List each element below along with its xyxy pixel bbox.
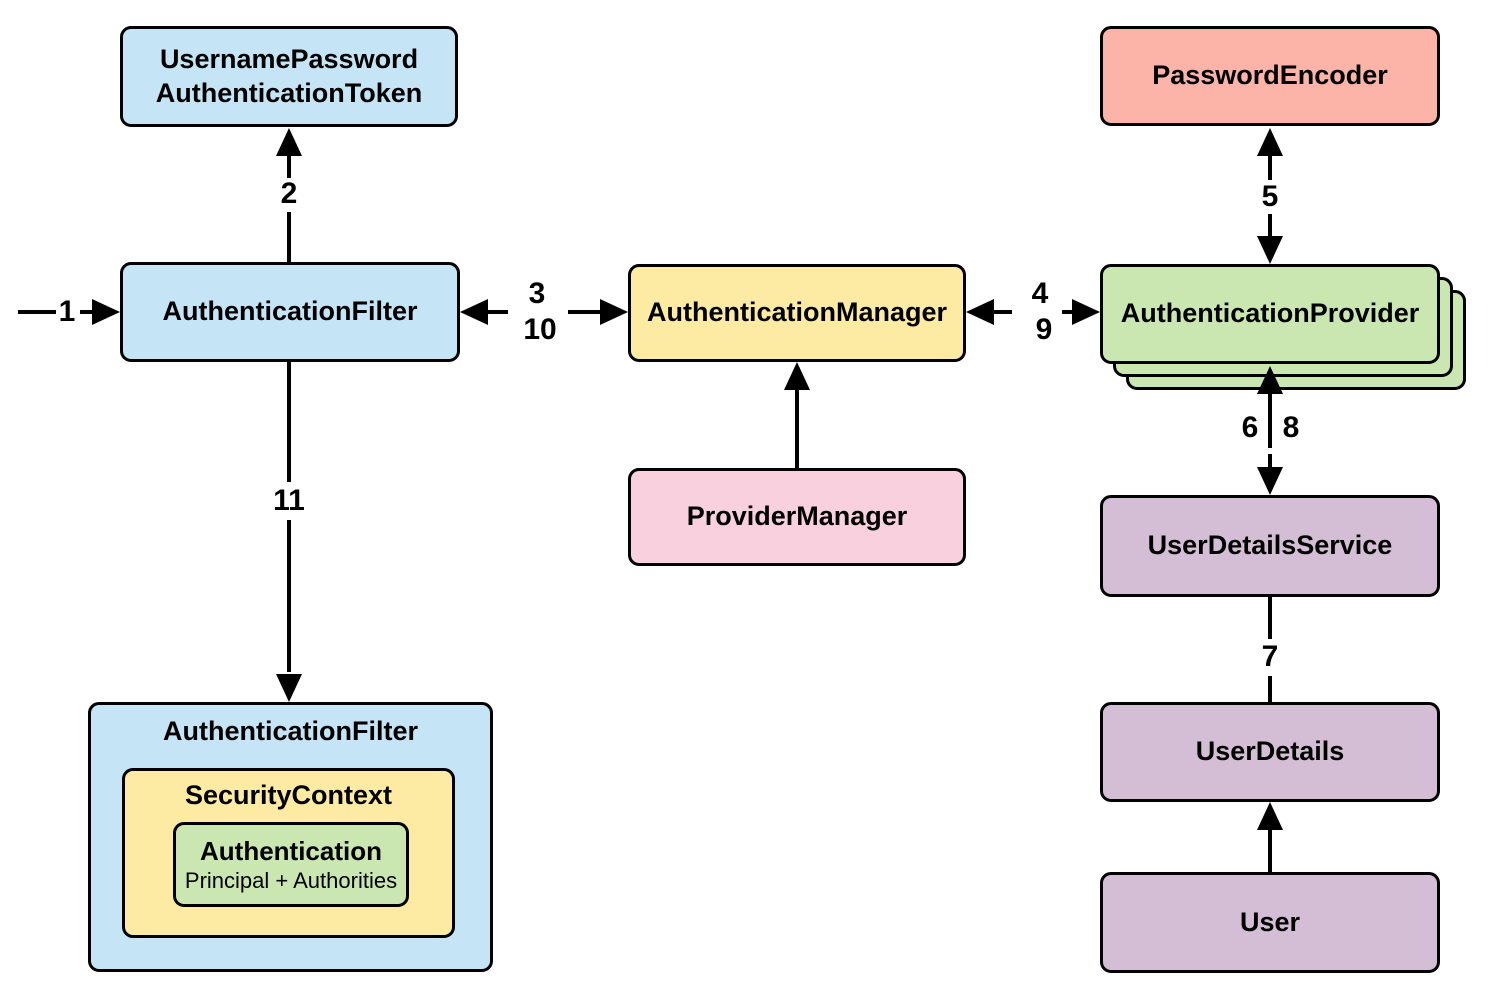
arrow-4-9-head-right [1072,299,1100,325]
authentication-filter-result-box: AuthenticationFilter SecurityContext Aut… [88,702,493,972]
step-8-label: 8 [1282,411,1300,444]
authentication-provider-label: AuthenticationProvider [1120,298,1420,329]
arrow-6-8-head-down [1257,467,1283,495]
step-9-label: 9 [1035,313,1053,346]
arrow-user-segment [1268,828,1272,872]
arrow-1-head-right [92,299,120,325]
arrow-11-segment-a [287,362,291,482]
authentication-box: Authentication Principal + Authorities [173,822,409,907]
arrow-6-8-head-up [1257,366,1283,394]
arrow-1-segment-b [80,310,94,314]
arrow-provider-manager-segment [795,388,799,468]
arrow-2-segment-b [287,212,291,262]
step-10-label: 10 [523,313,557,346]
arrow-3-10-segment-b [568,310,602,314]
password-encoder-label: PasswordEncoder [1152,60,1388,91]
user-label: User [1239,906,1301,937]
step-4-label: 4 [1031,277,1049,310]
step-7-label: 7 [1261,640,1279,673]
arrow-6-8-segment-b [1268,454,1272,468]
authentication-filter-label: AuthenticationFilter [162,296,418,327]
arrow-5-segment-a [1268,154,1272,180]
step-3-label: 3 [528,277,546,310]
arrow-2-head-up [276,128,302,156]
link-7-segment-b [1268,676,1272,702]
arrow-11-head-down [276,674,302,702]
authentication-manager-box: AuthenticationManager [628,264,966,362]
arrow-3-10-head-right [600,299,628,325]
user-details-box: UserDetails [1100,702,1440,802]
password-encoder-box: PasswordEncoder [1100,26,1440,126]
step-6-label: 6 [1241,411,1259,444]
arrow-4-9-head-left [966,299,994,325]
step-5-label: 5 [1261,180,1279,213]
authentication-provider-box: AuthenticationProvider [1100,264,1440,364]
arrow-2-segment-a [287,154,291,178]
provider-manager-label: ProviderManager [686,501,908,532]
arrow-provider-manager-head-up [784,362,810,390]
filter-result-label: AuthenticationFilter [163,716,418,746]
arrow-user-head-up [1257,802,1283,830]
provider-manager-box: ProviderManager [628,468,966,566]
arrow-4-9-segment-b [1062,310,1076,314]
security-context-box: SecurityContext Authentication Principal… [122,768,455,938]
link-7-segment-a [1268,597,1272,639]
arrow-6-8-segment-a [1268,392,1272,448]
arrow-4-9-segment-a [992,310,1012,314]
user-details-service-box: UserDetailsService [1100,495,1440,597]
token-label-line1: UsernamePassword [159,43,419,74]
authentication-manager-label: AuthenticationManager [646,297,948,328]
arrow-1-segment-a [18,310,56,314]
authentication-sublabel: Principal + Authorities [184,868,398,893]
token-label-line2: AuthenticationToken [155,77,423,108]
user-details-label: UserDetails [1195,736,1345,767]
arrow-3-10-segment-a [486,310,508,314]
arrow-3-10-head-left [460,299,488,325]
user-box: User [1100,872,1440,973]
authentication-label: Authentication [200,835,382,866]
security-context-label: SecurityContext [184,780,393,810]
arrow-5-head-up [1257,128,1283,156]
arrow-11-segment-b [287,520,291,672]
arrow-5-head-down [1257,236,1283,264]
authentication-filter-box: AuthenticationFilter [120,262,460,362]
step-11-label: 11 [273,484,305,517]
step-1-label: 1 [58,295,76,328]
step-2-label: 2 [280,177,298,210]
arrow-5-segment-b [1268,214,1272,238]
user-details-service-label: UserDetailsService [1147,530,1393,561]
username-password-authentication-token-box: UsernamePassword AuthenticationToken [120,26,458,127]
